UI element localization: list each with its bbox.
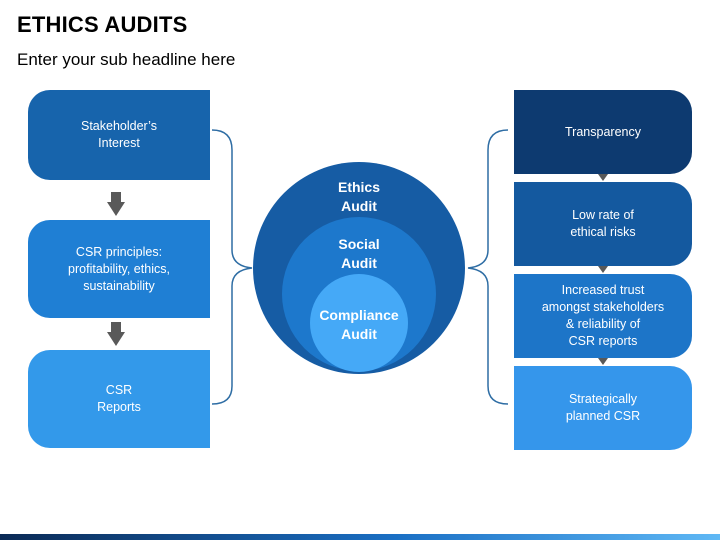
left-brace [211,129,253,405]
csr-reports-label: CSR Reports [97,383,141,414]
down-arrow-2 [107,322,125,346]
footer-bar [0,534,720,540]
low-ethical-risk-box: Low rate of ethical risks [514,182,692,266]
page-title: ETHICS AUDITS [17,12,188,37]
down-arrow-1 [107,192,125,216]
transparency-box: Transparency [514,90,692,174]
right-arrow-2 [598,266,608,273]
transparency-label: Transparency [565,124,641,139]
compliance-audit-circle [310,274,408,372]
ethics-audit-label: Ethics Audit [337,179,381,214]
right-arrow-1 [598,174,608,181]
page-subtitle: Enter your sub headline here [17,50,236,69]
strategic-csr-box: Strategically planned CSR [514,366,692,450]
csr-reports-box: CSR Reports [28,350,210,448]
stakeholders-interest-label: Stakeholder’s Interest [81,119,157,150]
increased-trust-label: Increased trust amongst stakeholders & r… [541,283,665,348]
right-arrow-3 [598,358,608,365]
csr-principles-box: CSR principles: profitability, ethics, s… [28,220,210,318]
increased-trust-box: Increased trust amongst stakeholders & r… [514,274,692,358]
right-brace [467,129,509,405]
strategic-csr-label: Strategically planned CSR [565,392,641,423]
compliance-audit-label: Compliance Audit [319,307,399,342]
stakeholders-interest-box: Stakeholder’s Interest [28,90,210,180]
social-audit-label: Social Audit [338,236,380,271]
low-ethical-risk-label: Low rate of ethical risks [570,208,636,239]
csr-principles-label: CSR principles: profitability, ethics, s… [68,244,170,293]
